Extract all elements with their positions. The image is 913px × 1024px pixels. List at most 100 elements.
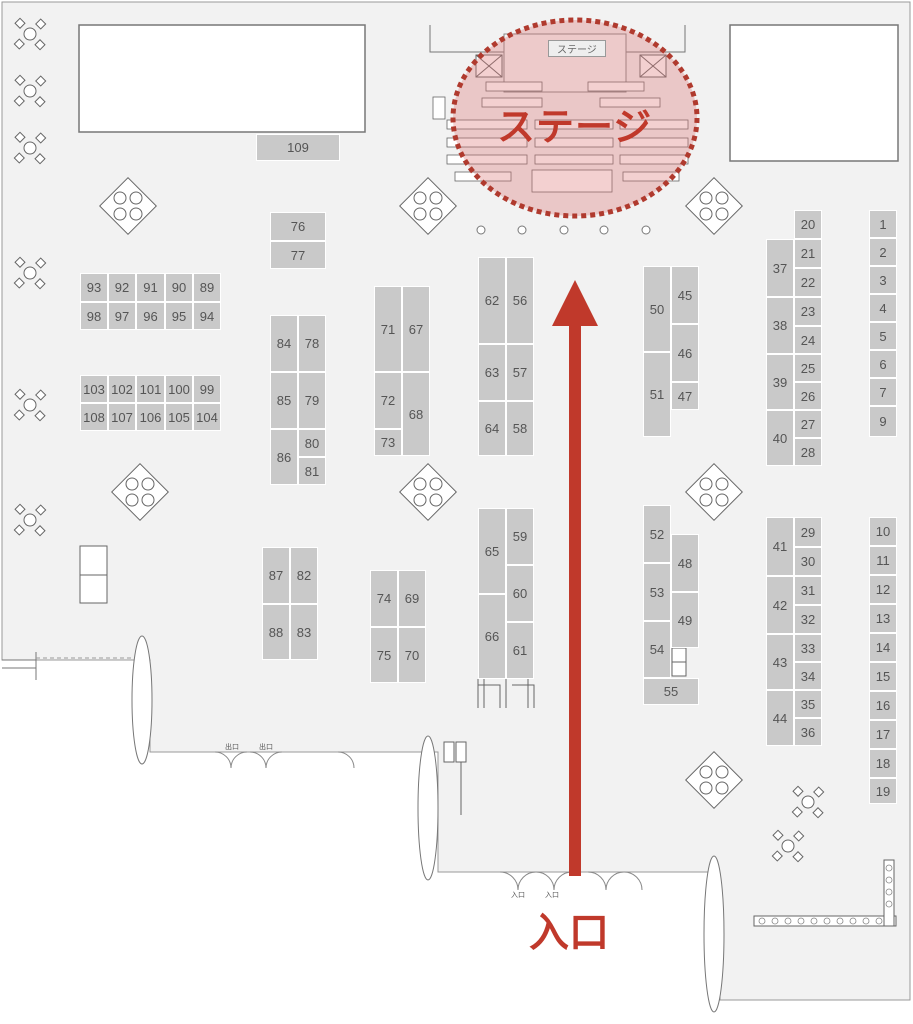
booth-79[interactable]: 79	[298, 372, 326, 429]
booth-62[interactable]: 62	[478, 257, 506, 344]
booth-34[interactable]: 34	[794, 662, 822, 690]
booth-50[interactable]: 50	[643, 266, 671, 352]
booth-19[interactable]: 19	[869, 778, 897, 804]
booth-104[interactable]: 104	[193, 403, 221, 431]
booth-109[interactable]: 109	[256, 134, 340, 161]
booth-86[interactable]: 86	[270, 429, 298, 485]
booth-39[interactable]: 39	[766, 354, 794, 410]
booth-87[interactable]: 87	[262, 547, 290, 604]
booth-27[interactable]: 27	[794, 410, 822, 438]
booth-12[interactable]: 12	[869, 575, 897, 604]
booth-81[interactable]: 81	[298, 457, 326, 485]
booth-38[interactable]: 38	[766, 297, 794, 354]
booth-13[interactable]: 13	[869, 604, 897, 633]
booth-36[interactable]: 36	[794, 718, 822, 746]
booth-108[interactable]: 108	[80, 403, 108, 431]
booth-76[interactable]: 76	[270, 212, 326, 241]
booth-42[interactable]: 42	[766, 576, 794, 634]
booth-99[interactable]: 99	[193, 375, 221, 403]
booth-93[interactable]: 93	[80, 273, 108, 302]
booth-96[interactable]: 96	[136, 302, 165, 330]
booth-66[interactable]: 66	[478, 594, 506, 679]
booth-67[interactable]: 67	[402, 286, 430, 372]
booth-16[interactable]: 16	[869, 691, 897, 720]
booth-71[interactable]: 71	[374, 286, 402, 372]
booth-89[interactable]: 89	[193, 273, 221, 302]
booth-56[interactable]: 56	[506, 257, 534, 344]
booth-54[interactable]: 54	[643, 621, 671, 678]
booth-84[interactable]: 84	[270, 315, 298, 372]
booth-103[interactable]: 103	[80, 375, 108, 403]
booth-53[interactable]: 53	[643, 563, 671, 621]
booth-44[interactable]: 44	[766, 690, 794, 746]
booth-57[interactable]: 57	[506, 344, 534, 401]
booth-49[interactable]: 49	[671, 592, 699, 648]
booth-4[interactable]: 4	[869, 294, 897, 322]
booth-78[interactable]: 78	[298, 315, 326, 372]
booth-22[interactable]: 22	[794, 268, 822, 297]
booth-94[interactable]: 94	[193, 302, 221, 330]
booth-5[interactable]: 5	[869, 322, 897, 350]
booth-70[interactable]: 70	[398, 627, 426, 683]
booth-30[interactable]: 30	[794, 547, 822, 576]
booth-37[interactable]: 37	[766, 239, 794, 297]
booth-68[interactable]: 68	[402, 372, 430, 456]
booth-101[interactable]: 101	[136, 375, 165, 403]
booth-15[interactable]: 15	[869, 662, 897, 691]
booth-41[interactable]: 41	[766, 517, 794, 576]
booth-9[interactable]: 9	[869, 406, 897, 437]
booth-48[interactable]: 48	[671, 534, 699, 592]
booth-82[interactable]: 82	[290, 547, 318, 604]
booth-7[interactable]: 7	[869, 378, 897, 406]
booth-60[interactable]: 60	[506, 565, 534, 622]
booth-92[interactable]: 92	[108, 273, 136, 302]
booth-18[interactable]: 18	[869, 749, 897, 778]
booth-91[interactable]: 91	[136, 273, 165, 302]
booth-85[interactable]: 85	[270, 372, 298, 429]
booth-24[interactable]: 24	[794, 326, 822, 354]
booth-20[interactable]: 20	[794, 210, 822, 239]
booth-69[interactable]: 69	[398, 570, 426, 627]
booth-102[interactable]: 102	[108, 375, 136, 403]
booth-2[interactable]: 2	[869, 238, 897, 266]
booth-64[interactable]: 64	[478, 401, 506, 456]
booth-1[interactable]: 1	[869, 210, 897, 238]
booth-77[interactable]: 77	[270, 241, 326, 269]
booth-45[interactable]: 45	[671, 266, 699, 324]
booth-51[interactable]: 51	[643, 352, 671, 437]
booth-59[interactable]: 59	[506, 508, 534, 565]
booth-80[interactable]: 80	[298, 429, 326, 457]
booth-26[interactable]: 26	[794, 382, 822, 410]
booth-14[interactable]: 14	[869, 633, 897, 662]
booth-75[interactable]: 75	[370, 627, 398, 683]
booth-43[interactable]: 43	[766, 634, 794, 690]
booth-100[interactable]: 100	[165, 375, 193, 403]
booth-88[interactable]: 88	[262, 604, 290, 660]
booth-107[interactable]: 107	[108, 403, 136, 431]
booth-47[interactable]: 47	[671, 382, 699, 410]
booth-40[interactable]: 40	[766, 410, 794, 466]
booth-83[interactable]: 83	[290, 604, 318, 660]
booth-3[interactable]: 3	[869, 266, 897, 294]
booth-29[interactable]: 29	[794, 517, 822, 547]
booth-106[interactable]: 106	[136, 403, 165, 431]
booth-25[interactable]: 25	[794, 354, 822, 382]
booth-10[interactable]: 10	[869, 517, 897, 546]
booth-105[interactable]: 105	[165, 403, 193, 431]
booth-46[interactable]: 46	[671, 324, 699, 382]
booth-74[interactable]: 74	[370, 570, 398, 627]
booth-33[interactable]: 33	[794, 634, 822, 662]
booth-17[interactable]: 17	[869, 720, 897, 749]
booth-73[interactable]: 73	[374, 429, 402, 456]
booth-11[interactable]: 11	[869, 546, 897, 575]
booth-61[interactable]: 61	[506, 622, 534, 679]
booth-98[interactable]: 98	[80, 302, 108, 330]
booth-23[interactable]: 23	[794, 297, 822, 326]
booth-55[interactable]: 55	[643, 678, 699, 705]
booth-65[interactable]: 65	[478, 508, 506, 594]
booth-31[interactable]: 31	[794, 576, 822, 605]
booth-72[interactable]: 72	[374, 372, 402, 429]
booth-6[interactable]: 6	[869, 350, 897, 378]
booth-95[interactable]: 95	[165, 302, 193, 330]
booth-63[interactable]: 63	[478, 344, 506, 401]
